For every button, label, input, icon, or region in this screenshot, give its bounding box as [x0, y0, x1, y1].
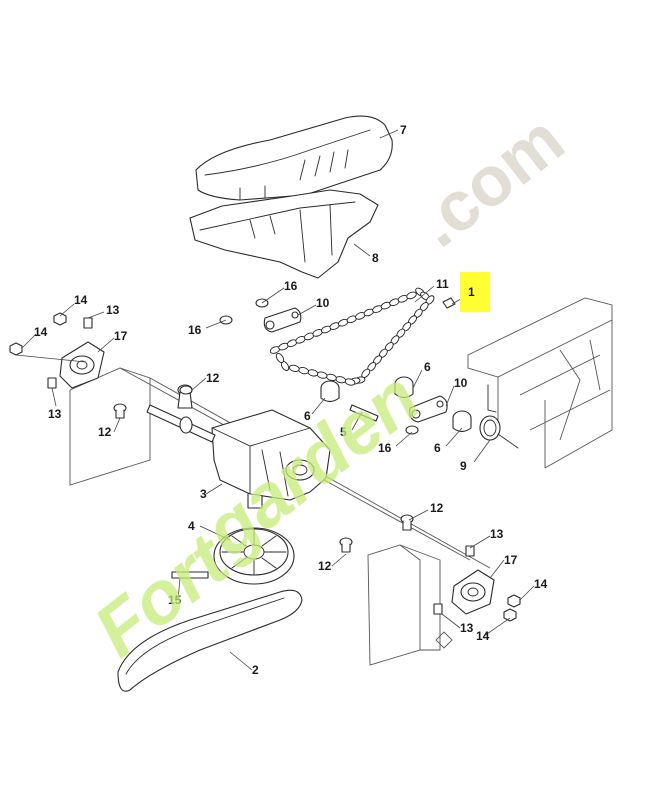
callout-7[interactable]: 7: [400, 123, 407, 137]
nut-part-14-c[interactable]: [507, 594, 521, 608]
callout-14-d[interactable]: 14: [476, 629, 490, 643]
screw-part-13-c[interactable]: [465, 545, 475, 557]
nut-part-14-d[interactable]: [503, 608, 517, 622]
callout-13-c[interactable]: 13: [490, 527, 504, 541]
watermark-tld: .com: [401, 100, 578, 262]
link-plate-part-10-upper[interactable]: [263, 307, 302, 333]
bearing-flange-part-17-right[interactable]: [451, 569, 495, 615]
screw-part-13-b[interactable]: [47, 377, 57, 389]
callout-12-c[interactable]: 12: [430, 501, 444, 515]
washer-part-16-c[interactable]: [405, 425, 419, 435]
nut-part-14-a[interactable]: [53, 312, 67, 326]
callout-15[interactable]: 15: [168, 593, 182, 607]
callout-17-b[interactable]: 17: [504, 553, 518, 567]
chain-link: [406, 291, 417, 300]
bolt-part-12-d[interactable]: [339, 537, 353, 553]
drive-chain-part-11[interactable]: [269, 287, 435, 387]
callout-6-c[interactable]: 6: [434, 441, 441, 455]
callout-12-d[interactable]: 12: [318, 559, 332, 573]
callout-6-a[interactable]: 6: [424, 360, 431, 374]
pulley-part-4[interactable]: [213, 527, 295, 585]
callout-12-a[interactable]: 12: [206, 371, 220, 385]
screw-part-13-d[interactable]: [433, 603, 443, 615]
nut-part-14-b[interactable]: [9, 342, 23, 356]
callout-labels: 7 8 11 1 16 16 10 10 6 6 6 5 16 9 12 12 …: [34, 123, 548, 677]
bush-part-6-a[interactable]: [320, 380, 340, 403]
pin-part-5[interactable]: [349, 404, 379, 422]
callout-14-b[interactable]: 14: [34, 325, 48, 339]
tension-spring-part-9[interactable]: [479, 384, 519, 449]
callout-1[interactable]: 1: [468, 285, 475, 299]
key-part-15[interactable]: [171, 571, 209, 579]
link-plate-part-10-lower[interactable]: [409, 395, 448, 423]
screw-part-13-a[interactable]: [83, 317, 93, 329]
callout-16-b[interactable]: 16: [188, 323, 202, 337]
callout-4[interactable]: 4: [188, 519, 195, 533]
cover-top-part-7[interactable]: [195, 115, 393, 201]
callout-8[interactable]: 8: [372, 251, 379, 265]
bolt-part-12-c[interactable]: [400, 514, 414, 531]
chain-link: [335, 376, 347, 384]
bolt-part-12-b[interactable]: [113, 403, 127, 419]
callout-5[interactable]: 5: [340, 425, 347, 439]
callout-14-c[interactable]: 14: [534, 577, 548, 591]
bearing-flange-part-17-left[interactable]: [59, 341, 105, 389]
callout-17-a[interactable]: 17: [114, 329, 128, 343]
callout-13-b[interactable]: 13: [48, 407, 62, 421]
callout-14-a[interactable]: 14: [74, 293, 88, 307]
clip-part-1[interactable]: [442, 297, 456, 309]
callout-6-b[interactable]: 6: [304, 409, 311, 423]
bolt-part-12-a[interactable]: [179, 385, 193, 395]
chain-link: [326, 373, 337, 381]
callout-highlight-box: [460, 272, 490, 312]
chain-link: [288, 364, 300, 372]
chain-link: [316, 371, 328, 379]
callout-16-a[interactable]: 16: [284, 279, 298, 293]
callout-12-b[interactable]: 12: [98, 425, 112, 439]
callout-13-a[interactable]: 13: [106, 303, 120, 317]
callout-13-d[interactable]: 13: [460, 621, 474, 635]
bush-part-6-b[interactable]: [394, 376, 414, 399]
callout-9[interactable]: 9: [460, 459, 467, 473]
callout-3[interactable]: 3: [200, 487, 207, 501]
cover-bottom-part-8[interactable]: [189, 189, 379, 279]
bush-part-6-c[interactable]: [452, 410, 472, 433]
drive-belt-part-2[interactable]: [117, 589, 303, 692]
chain-link: [307, 369, 319, 377]
callout-10-a[interactable]: 10: [316, 296, 330, 310]
chain-link: [275, 353, 285, 363]
gearbox-part-3[interactable]: [146, 384, 331, 509]
callout-16-c[interactable]: 16: [378, 441, 392, 455]
callout-11[interactable]: 11: [436, 277, 449, 291]
chain-link: [298, 367, 309, 375]
callout-10-b[interactable]: 10: [454, 376, 468, 390]
callout-2[interactable]: 2: [252, 663, 259, 677]
